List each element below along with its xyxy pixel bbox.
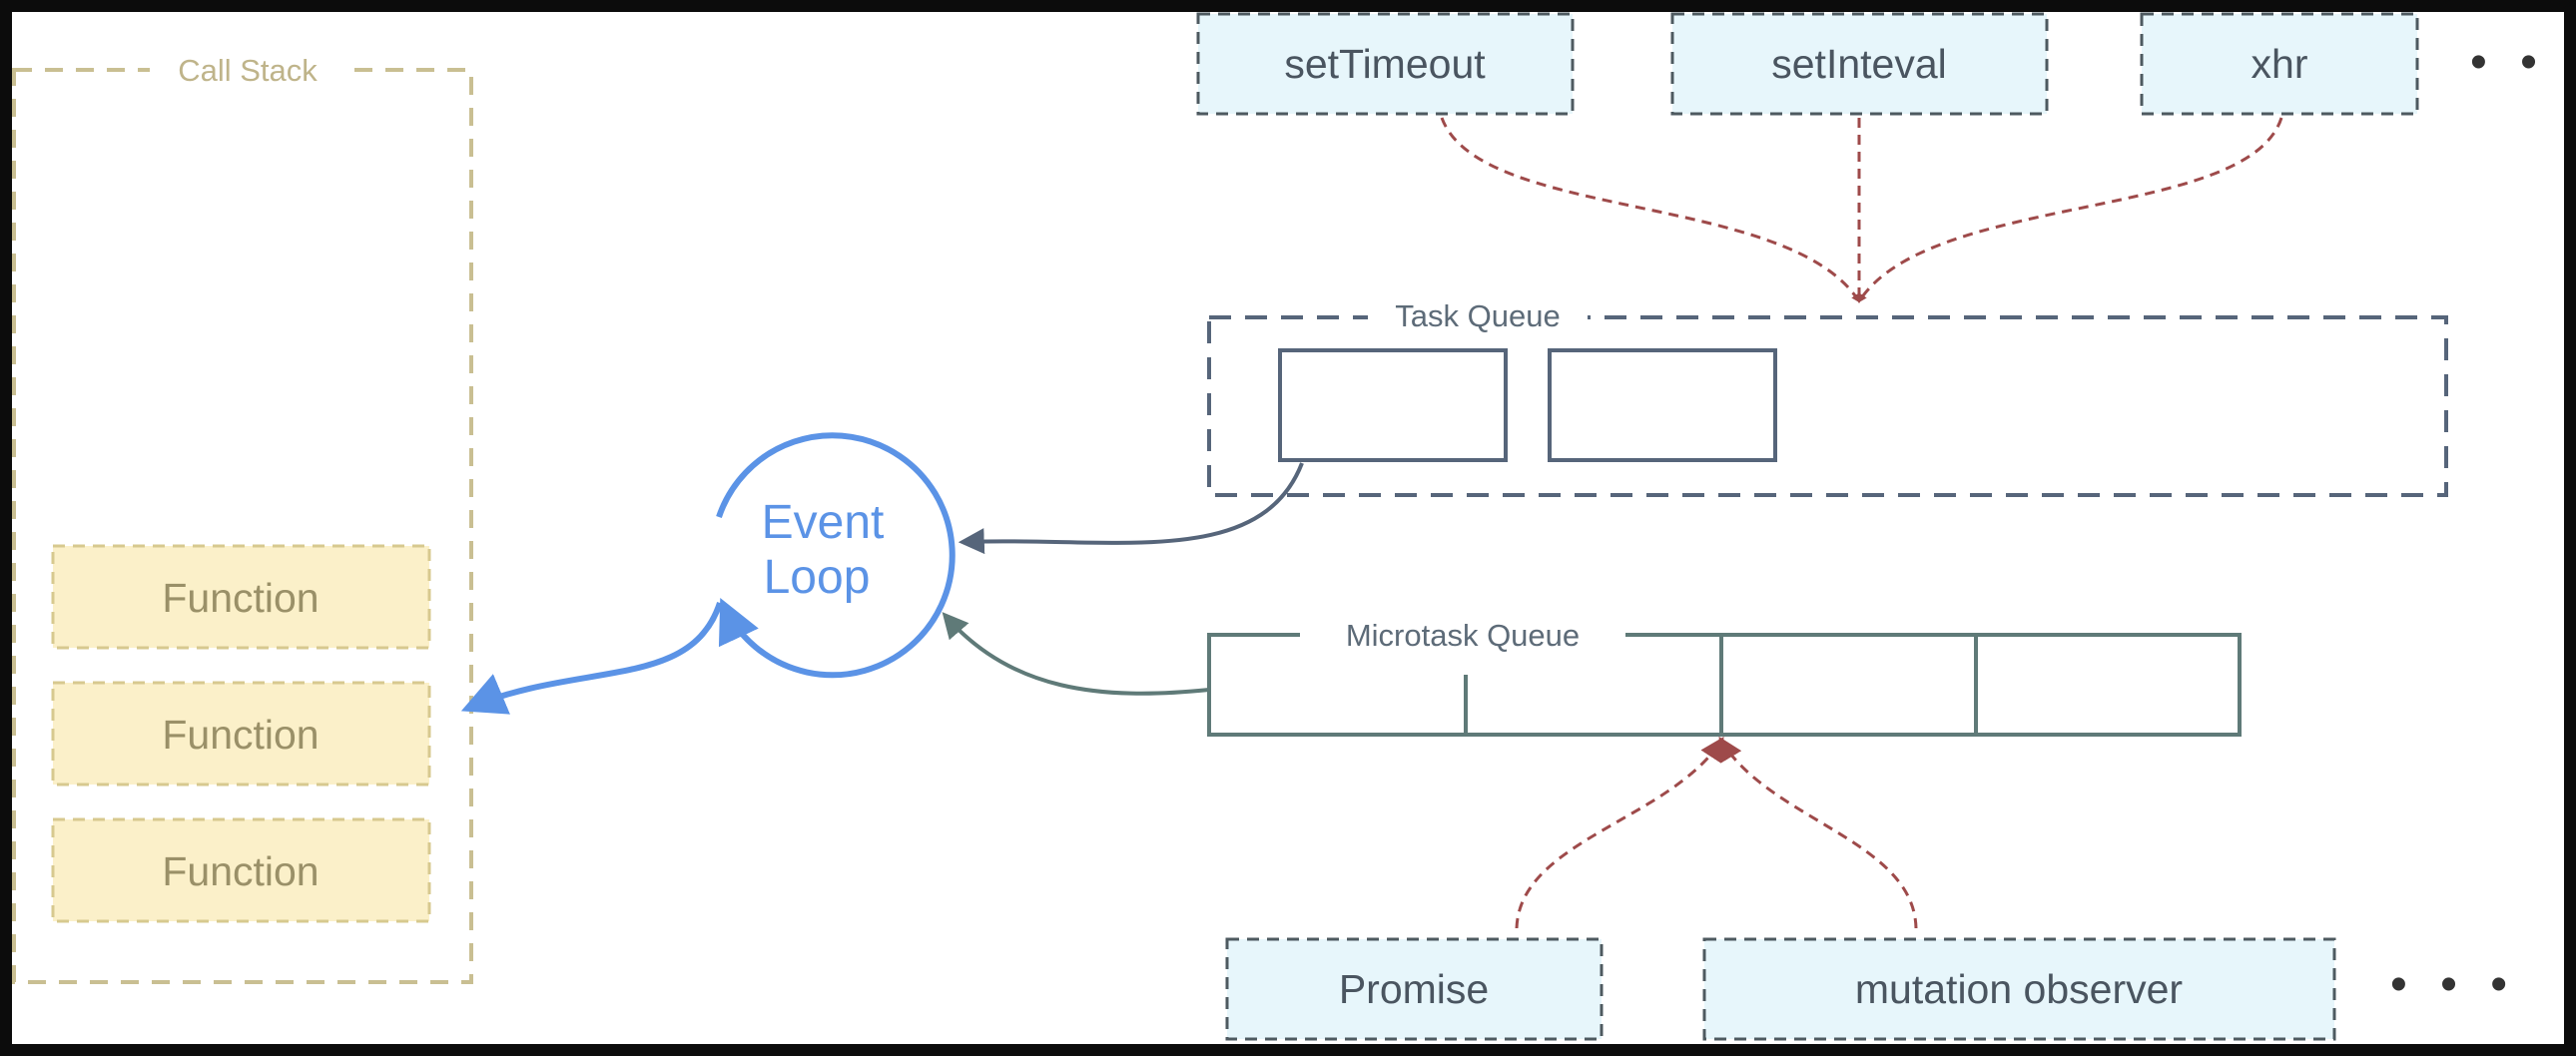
task-queue-slot [1548,348,1777,462]
task-queue-slot [1278,348,1508,462]
task-source-setinteval: setInteval [1670,12,2049,116]
microtask-queue: Microtask Queue [1207,615,2242,737]
task-source-xhr: xhr [2140,12,2419,116]
task-queue-frame [1207,315,2448,497]
task-queue: Task Queue [1207,296,2448,497]
stack-frame-label: Function [162,712,319,758]
settimeout-to-task-queue-arrow [1440,117,1861,303]
event-loop-to-call-stack-arrow [460,602,723,715]
event-loop-circle [716,432,956,679]
mutation-observer-to-microtask-queue-arrow [1718,736,1918,929]
event-loop-label-line1: Event [762,496,885,549]
task-sources-ellipsis: • • • [2470,36,2564,89]
microtask-source-mutation-observer: mutation observer [1702,937,2336,1041]
microtask-queue-label: Microtask Queue [1346,618,1580,653]
task-source-label: setTimeout [1284,41,1486,87]
stack-frame: Function [51,817,431,923]
task-source-label: xhr [2252,41,2308,87]
task-source-settimeout: setTimeout [1196,12,1575,116]
microtask-source-label: Promise [1339,966,1489,1012]
task-queue-to-event-loop-arrow [958,462,1304,555]
xhr-to-task-queue-arrow [1857,117,2283,303]
microtask-source-label: mutation observer [1855,966,2183,1012]
microtask-source-promise: Promise [1225,937,1604,1041]
microtask-queue-to-event-loop-arrow [942,612,1210,696]
event-loop: Event Loop [716,432,956,679]
stack-frame: Function [51,681,431,787]
event-loop-diagram: Call Stack Function Function Function se… [12,12,2564,1044]
stack-frame-label: Function [162,848,319,894]
event-loop-label-line2: Loop [764,551,871,604]
task-source-label: setInteval [1771,41,1947,87]
call-stack: Call Stack Function Function Function [12,50,473,984]
stack-frame: Function [51,544,431,650]
stack-frame-label: Function [162,575,319,621]
task-queue-label: Task Queue [1395,298,1560,333]
microtask-queue-frame [1207,633,2242,737]
call-stack-label: Call Stack [178,53,318,88]
promise-to-microtask-queue-arrow [1515,736,1724,929]
diagram-svg: Call Stack Function Function Function se… [12,12,2564,1041]
microtask-sources-ellipsis: • • • [2390,958,2517,1011]
